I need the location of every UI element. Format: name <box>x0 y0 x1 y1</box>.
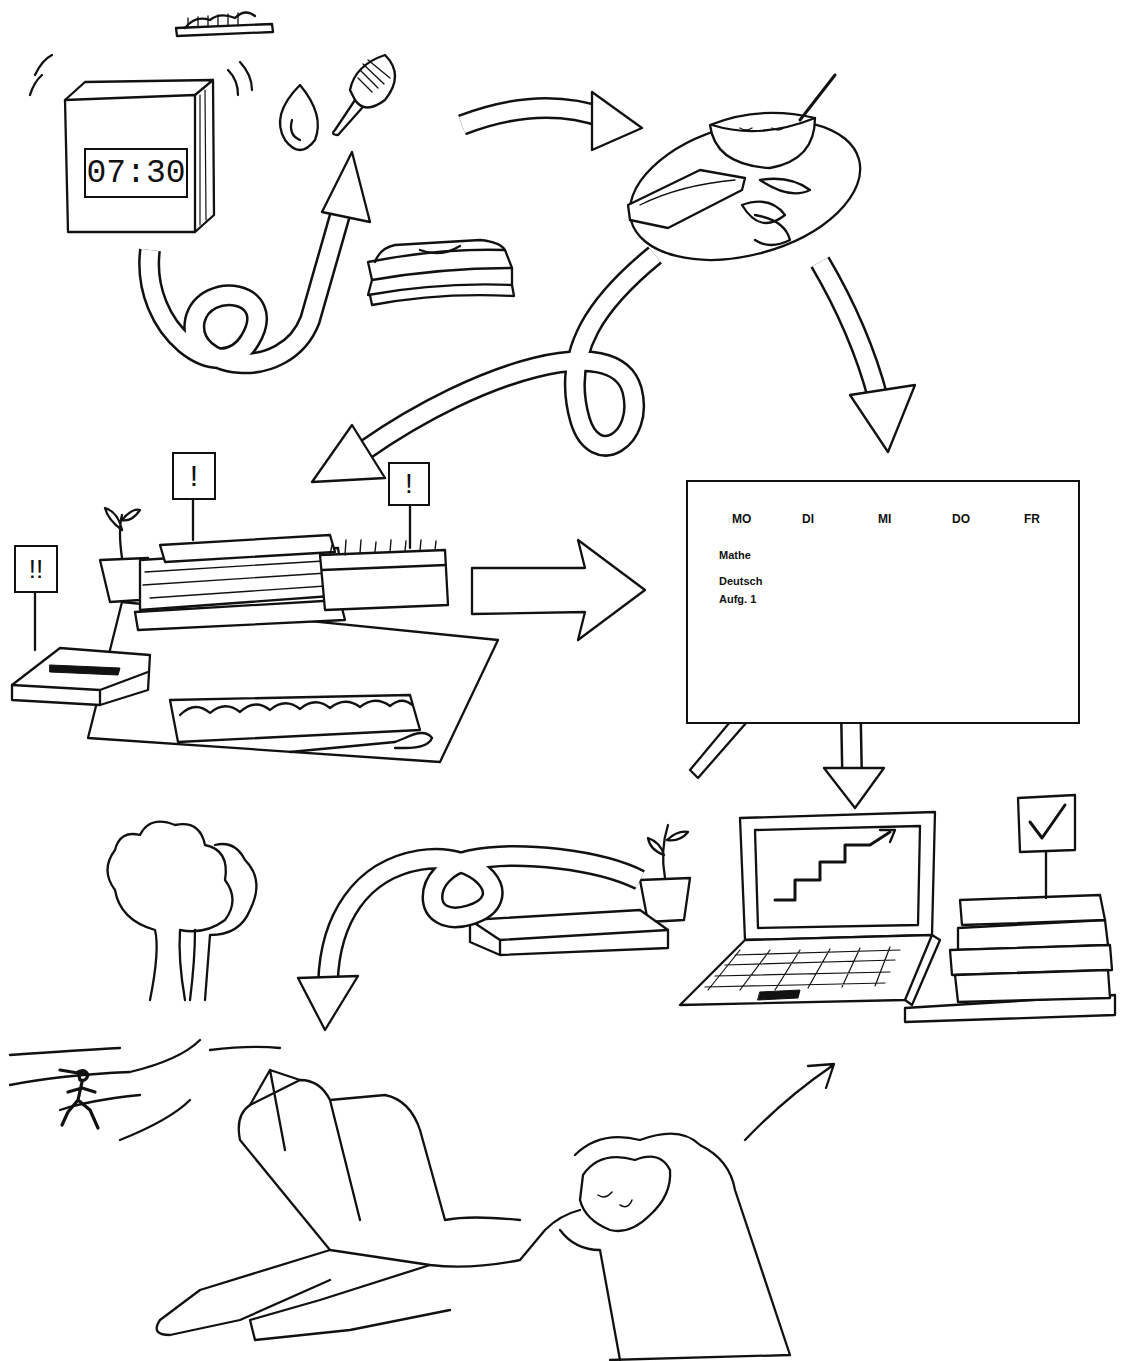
weekly-planner: MO DI MI DO FR MatheDeutschAufg. 1 <box>686 480 1080 724</box>
subject-entry: Aufg. 1 <box>719 594 756 605</box>
toothbrush <box>176 12 273 36</box>
laptop <box>680 812 940 1005</box>
clock-time: 07:30 <box>86 157 185 190</box>
priority-sign: !! <box>14 545 58 593</box>
finished-books <box>905 795 1115 1022</box>
alarm-clock <box>30 55 252 232</box>
water-drop <box>280 85 318 150</box>
subject-entry: Deutsch <box>719 576 762 587</box>
weekday-header: MI <box>878 513 891 525</box>
weekday-header: MO <box>732 513 751 525</box>
folded-shirts <box>368 240 514 305</box>
relaxing-person <box>157 1070 790 1360</box>
priority-sign: ! <box>388 462 430 506</box>
sign-mark: ! <box>190 461 198 491</box>
park-scene <box>10 822 280 1140</box>
clock-display: 07:30 <box>84 148 188 198</box>
priority-sign: ! <box>172 452 216 500</box>
weekday-header: FR <box>1024 513 1040 525</box>
weekday-header: DO <box>952 513 970 525</box>
desk-clutter <box>12 500 498 762</box>
sign-mark: !! <box>29 556 43 582</box>
subject-entry: Mathe <box>719 550 751 561</box>
hair-brush <box>333 55 395 135</box>
breakfast-plate <box>614 75 876 283</box>
weekday-header: DI <box>802 513 814 525</box>
sign-mark: ! <box>405 470 413 498</box>
